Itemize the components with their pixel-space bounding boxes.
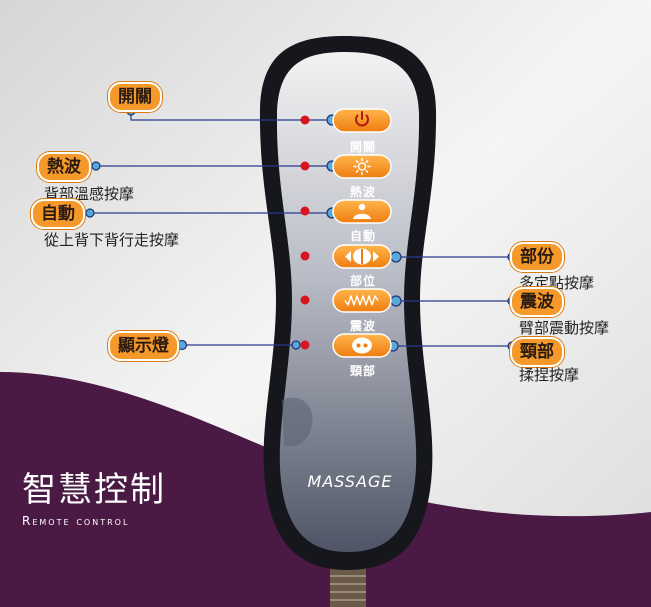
callout-auto: 自動 <box>31 199 85 229</box>
face-reflection <box>282 397 313 447</box>
callout-neck-desc: 揉捏按摩 <box>519 366 580 384</box>
wave-icon <box>344 295 379 306</box>
neck-dots-icon <box>352 337 372 354</box>
indicator-lights <box>300 115 310 350</box>
heat-button[interactable] <box>332 154 392 179</box>
sun-icon <box>353 157 371 176</box>
callout-display-light: 顯示燈 <box>108 331 179 361</box>
callout-position: 部份 <box>510 242 564 272</box>
auto-button[interactable] <box>332 199 392 224</box>
position-button-label: 部位 <box>349 274 376 288</box>
callout-auto-desc: 從上背下背行走按摩 <box>44 231 180 249</box>
power-button-label: 開關 <box>349 140 376 154</box>
footer-title: 智慧控制 <box>22 470 166 510</box>
power-icon <box>355 111 369 127</box>
person-icon <box>353 203 371 219</box>
neck-button-label: 頸部 <box>349 364 376 378</box>
footer-subtitle: Remote control <box>22 514 130 528</box>
callout-vibration-desc: 臂部震動按摩 <box>519 319 610 337</box>
cable-ridges <box>330 567 366 601</box>
callout-heat-desc: 背部溫感按摩 <box>44 185 135 203</box>
remote-brand-text: MASSAGE <box>307 472 393 491</box>
vibration-button[interactable] <box>332 288 392 313</box>
auto-button-label: 自動 <box>349 229 376 243</box>
power-button[interactable] <box>332 108 392 133</box>
left-right-arrows-icon <box>345 248 379 265</box>
callout-heat: 熱波 <box>37 152 91 182</box>
callout-power: 開關 <box>108 82 162 112</box>
callout-neck: 頸部 <box>510 337 564 367</box>
neck-button[interactable] <box>332 333 392 358</box>
heat-button-label: 熱波 <box>349 185 376 199</box>
position-button[interactable] <box>332 244 392 269</box>
vibration-button-label: 震波 <box>349 319 376 333</box>
callout-vibration: 震波 <box>510 287 564 317</box>
